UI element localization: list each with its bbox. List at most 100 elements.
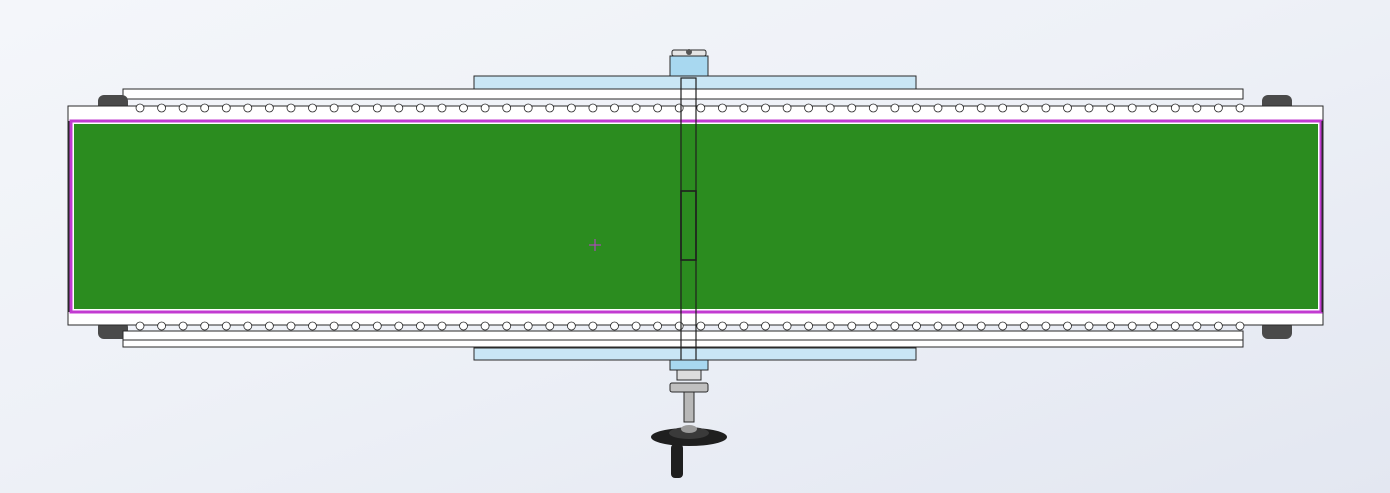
chain-bolt: [567, 103, 576, 113]
chain-bolt: [890, 103, 900, 113]
chain-bolt: [523, 321, 533, 331]
chain-bolt: [1084, 321, 1094, 331]
chain-bolt: [868, 321, 878, 331]
chain-bolt: [1041, 321, 1051, 331]
chain-bolt: [955, 103, 964, 113]
chain-bolt: [1063, 321, 1072, 331]
chain-bolt: [1192, 103, 1202, 113]
chain-bolt: [157, 103, 167, 113]
chain-bolt: [459, 103, 468, 113]
chain-bolt: [825, 321, 835, 331]
chain-bolt: [1235, 321, 1245, 331]
chain-bolt: [653, 321, 662, 331]
chain-bolt: [308, 321, 317, 331]
chain-bolt: [847, 321, 857, 331]
bottom-mount-bracket: [473, 347, 917, 361]
chain-bolt: [696, 321, 706, 331]
chain-bolt: [157, 321, 167, 331]
chain-bolt: [998, 103, 1008, 113]
chain-bolt: [998, 321, 1008, 331]
chain-bolt: [804, 103, 813, 113]
top-bearing-block: [669, 55, 709, 77]
chain-bolt: [761, 321, 770, 331]
chain-bolt: [1170, 321, 1180, 331]
chain-bolt: [351, 321, 361, 331]
chain-bolt: [955, 321, 964, 331]
chain-bolt: [1214, 321, 1223, 331]
chain-bolt: [1019, 321, 1029, 331]
chain-bolt: [847, 103, 857, 113]
chain-bolt: [480, 103, 490, 113]
chain-bolt: [1127, 321, 1137, 331]
handwheel-icon[interactable]: [651, 425, 727, 478]
top-bearing-bolt-icon: [686, 49, 692, 55]
chain-bolt: [804, 321, 813, 331]
chain-bolt: [718, 321, 727, 331]
chain-bolt: [718, 103, 727, 113]
chain-bolt: [545, 103, 555, 113]
bottom-bearing-block: [669, 359, 709, 371]
chain-bolt: [264, 103, 274, 113]
chain-bolt: [372, 321, 382, 331]
chain-bolt: [1235, 103, 1245, 113]
chain-bolt: [631, 103, 641, 113]
chain-bolt: [1192, 321, 1202, 331]
chain-bolt: [459, 321, 468, 331]
chain-bolt: [567, 321, 576, 331]
chain-bolt: [243, 103, 253, 113]
chain-bolt: [825, 103, 835, 113]
chain-bolt: [739, 103, 749, 113]
chain-bolt: [739, 321, 749, 331]
chain-bolt: [1149, 103, 1159, 113]
chain-bolt: [415, 103, 425, 113]
chain-bolt: [696, 103, 706, 113]
chain-bolt: [1170, 103, 1180, 113]
chain-bolt: [178, 103, 188, 113]
handwheel-handle: [671, 444, 683, 478]
chain-bolt: [610, 321, 619, 331]
chain-bolt: [1214, 103, 1223, 113]
origin-marker-icon: [589, 239, 601, 251]
chain-bolt: [394, 321, 404, 331]
chain-bolt: [200, 103, 210, 113]
chain-bolt: [1127, 103, 1137, 113]
chain-bolt: [523, 103, 533, 113]
chain-bolt: [782, 103, 792, 113]
chain-bolt: [502, 321, 512, 331]
chain-bolt: [631, 321, 641, 331]
chain-bolt: [933, 103, 943, 113]
chain-bolt: [286, 103, 296, 113]
top-chain-row: [135, 103, 1245, 113]
chain-bolt: [610, 103, 619, 113]
lower-shaft: [683, 391, 695, 423]
chain-bolt: [308, 103, 317, 113]
chain-bolt: [545, 321, 555, 331]
chain-bolt: [912, 103, 921, 113]
chain-bolt: [351, 103, 361, 113]
chain-bolt: [437, 321, 447, 331]
chain-bolt: [372, 103, 382, 113]
chain-bolt: [1084, 103, 1094, 113]
chain-bolt: [1106, 321, 1115, 331]
chain-bolt: [135, 103, 145, 113]
chain-bolt: [588, 103, 598, 113]
chain-bolt: [200, 321, 210, 331]
chain-bolt: [437, 103, 447, 113]
chain-bolt: [415, 321, 425, 331]
chain-bolt: [221, 321, 231, 331]
chain-bolt: [1041, 103, 1051, 113]
chain-bolt: [480, 321, 490, 331]
chain-bolt: [394, 103, 404, 113]
top-rail: [122, 88, 1244, 100]
chain-bolt: [264, 321, 274, 331]
chain-bolt: [868, 103, 878, 113]
chain-bolt: [329, 103, 339, 113]
chain-bolt: [178, 321, 188, 331]
chain-bolt: [221, 103, 231, 113]
chain-bolt: [912, 321, 921, 331]
lower-shaft-collar: [676, 369, 702, 381]
chain-bolt: [933, 321, 943, 331]
chain-bolt: [976, 321, 986, 331]
